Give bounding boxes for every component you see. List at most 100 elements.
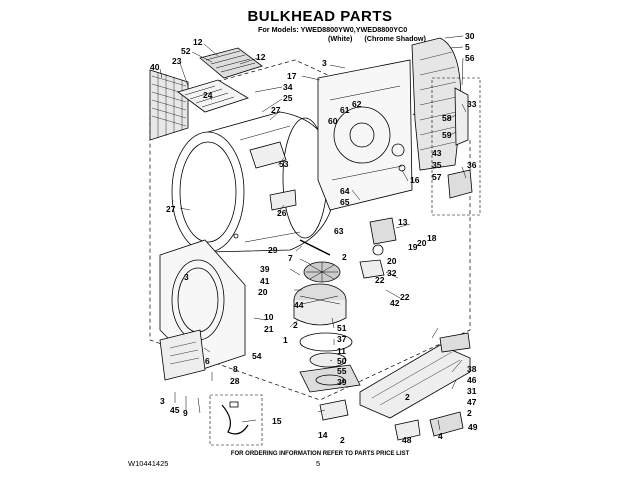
callout-label: 40 [150,62,160,72]
callout-label: 45 [170,405,180,415]
callout-label: 8 [233,364,238,374]
callout-label: 3 [322,58,327,68]
variant-chrome-shadow: (Chrome Shadow) [364,34,426,43]
callout-label: 62 [352,99,362,109]
lint-screen [149,69,189,141]
callout-label: 42 [390,298,400,308]
callout-label: 20 [417,238,427,248]
callout-label: 26 [277,208,287,218]
callout-label: 65 [340,197,350,207]
callout-label: 3 [160,396,165,406]
callout-label: 59 [442,130,452,140]
blower-motor [293,283,347,326]
callout-label: 51 [337,323,347,333]
lint-grill [199,47,263,79]
callout-label: 1 [283,335,288,345]
callout-label: 16 [410,175,420,185]
page-number: 5 [316,459,321,468]
callout-label: 29 [268,245,278,255]
callout-label: 56 [465,53,475,63]
assembly-outline [149,59,471,401]
heater-element [447,87,473,199]
callout-label: 49 [468,422,478,432]
callout-label: 25 [283,93,293,103]
callout-label: 33 [467,99,477,109]
heater-element-box [431,77,481,216]
callout-label: 64 [340,186,350,196]
callout-label: 34 [283,82,293,92]
callout-label: 38 [467,364,477,374]
callout-label: 15 [272,416,282,426]
callout-label: 60 [328,116,338,126]
callout-label: 24 [203,90,213,100]
callout-label: 48 [402,435,412,445]
model-variants: (White) (Chrome Shadow) [328,34,436,43]
blower-base [299,364,361,393]
callout-label: 37 [337,334,347,344]
callout-label: 9 [183,408,188,418]
callout-label: 2 [340,435,345,445]
document-number: W10441425 [128,459,169,468]
callout-label: 5 [465,42,470,52]
callout-label: 12 [256,52,266,62]
rear-bracket [439,332,471,353]
callout-label: 57 [432,172,442,182]
callout-label: 27 [271,105,281,115]
callout-label: 20 [258,287,268,297]
thermostat [394,419,421,441]
callout-label: 28 [230,376,240,386]
callout-label: 46 [467,375,477,385]
wire-harness-box [209,394,263,446]
page-title: BULKHEAD PARTS [247,8,393,25]
callout-label: 31 [467,386,477,396]
callout-label: 58 [442,113,452,123]
callout-label: 53 [279,159,289,169]
motor-bracket [429,411,464,437]
callout-label: 18 [427,233,437,243]
callout-label: 2 [467,408,472,418]
blower-wheel [303,261,341,283]
callout-label: 6 [205,356,210,366]
variant-white: (White) [328,34,353,43]
callout-label: 20 [387,256,397,266]
callout-label: 3 [184,272,189,282]
callout-label: 21 [264,324,274,334]
callout-label: 50 [337,356,347,366]
callout-label: 7 [288,253,293,263]
callout-label: 35 [432,160,442,170]
ordering-note: FOR ORDERING INFORMATION REFER TO PARTS … [230,451,410,457]
callout-label: 44 [294,300,304,310]
drum [171,111,336,253]
callout-label: 39 [337,377,347,387]
callout-label: 17 [287,71,297,81]
callout-label: 32 [387,268,397,278]
drive-belt [299,332,353,352]
callout-label: 27 [166,204,176,214]
callout-label: 36 [467,160,477,170]
callout-label: 47 [467,397,477,407]
callout-label: 22 [400,292,410,302]
callout-label: 2 [293,320,298,330]
callout-label: 55 [337,366,347,376]
callout-label: 11 [337,346,346,356]
callout-label: 2 [342,252,347,262]
callout-label: 43 [432,148,442,158]
callout-label: 12 [193,37,203,47]
callout-label: 30 [465,31,475,41]
callout-label: 22 [375,275,385,285]
tie-rod [299,239,331,256]
toe-panel [159,329,206,381]
rear-bulkhead [317,59,413,211]
callout-label: 2 [405,392,410,402]
lint-housing [177,79,249,113]
models-line: For Models: YWED8800YW0,YWED8800YC0 [258,25,408,34]
idler-pulley [309,352,347,368]
callout-label: 39 [260,264,270,274]
wire-harness [221,401,249,435]
callout-label: 4 [438,431,443,441]
callout-label: 41 [260,276,270,286]
leader-lines [159,35,467,431]
callout-label: 23 [172,56,182,66]
